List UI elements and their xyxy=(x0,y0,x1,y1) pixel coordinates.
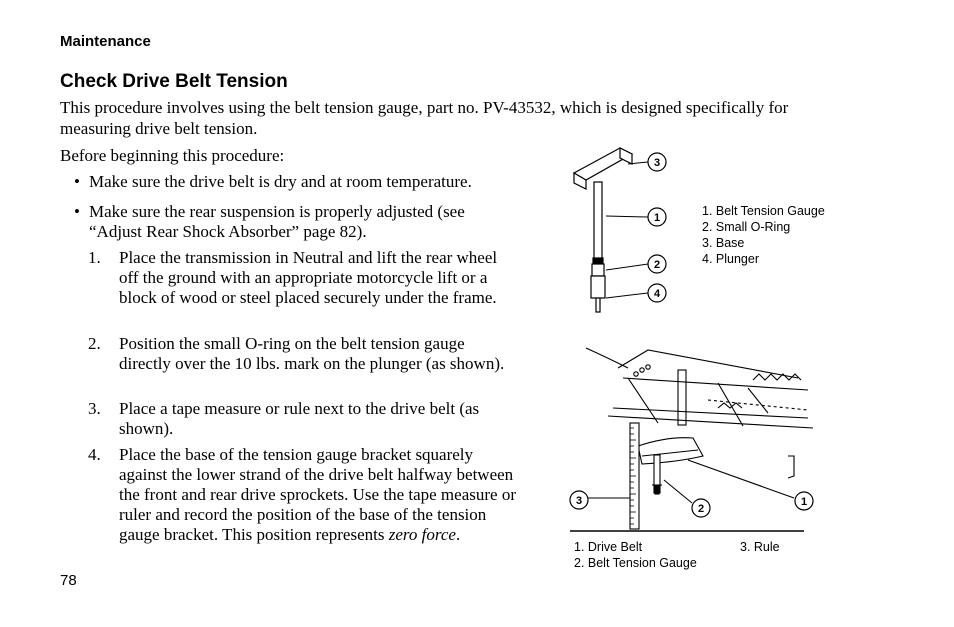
step-text: Position the small O-ring on the belt te… xyxy=(119,334,505,373)
legend-item: 3. Rule xyxy=(740,540,780,554)
intro-paragraph: This procedure involves using the belt t… xyxy=(60,98,789,138)
step-text: Place the base of the tension gauge brac… xyxy=(119,445,518,545)
bullet-item: • Make sure the drive belt is dry and at… xyxy=(74,172,514,192)
step-text-main: Place the base of the tension gauge brac… xyxy=(119,445,516,544)
step-item: 1. Place the transmission in Neutral and… xyxy=(88,248,518,308)
legend-item: 4. Plunger xyxy=(702,252,759,266)
callout-label: 2 xyxy=(654,259,660,271)
step-item: 3. Place a tape measure or rule next to … xyxy=(88,399,518,439)
step-text: Place the transmission in Neutral and li… xyxy=(119,248,498,307)
zero-force-term: zero force xyxy=(388,525,456,544)
legend-item: 2. Small O-Ring xyxy=(702,220,791,234)
legend-item: 3. Base xyxy=(702,236,745,250)
belt-tension-gauge-illustration: 3 1 2 4 xyxy=(572,147,667,313)
legend-item: 2. Belt Tension Gauge xyxy=(574,556,697,570)
bullet-text: Make sure the rear suspension is properl… xyxy=(89,202,465,241)
step-item: 2. Position the small O-ring on the belt… xyxy=(88,334,518,374)
step-text: Place a tape measure or rule next to the… xyxy=(119,399,480,438)
page-number: 78 xyxy=(60,572,77,589)
figure1-legend: 1. Belt Tension Gauge 2. Small O-Ring 3.… xyxy=(702,203,825,267)
legend-item: 1. Belt Tension Gauge xyxy=(702,204,825,218)
step-text-end: . xyxy=(455,525,461,544)
bullet-dot: • xyxy=(74,172,80,191)
page-title: Check Drive Belt Tension xyxy=(60,71,288,92)
callout-label: 2 xyxy=(698,503,704,515)
callout-label: 1 xyxy=(801,496,807,508)
step-number: 2. xyxy=(88,334,101,353)
step-item: 4. Place the base of the tension gauge b… xyxy=(88,445,518,545)
step-number: 1. xyxy=(88,248,101,267)
step-number: 3. xyxy=(88,399,101,418)
bullet-item: • Make sure the rear suspension is prope… xyxy=(74,202,514,242)
legend-item: 1. Drive Belt xyxy=(574,540,643,554)
step-number: 4. xyxy=(88,445,101,464)
section-label: Maintenance xyxy=(60,33,151,50)
before-text: Before beginning this procedure: xyxy=(60,146,285,165)
callout-label: 4 xyxy=(654,288,661,300)
figure2-legend-right: 3. Rule xyxy=(740,539,780,555)
callout-label: 3 xyxy=(576,495,582,507)
figure2-legend-left: 1. Drive Belt 2. Belt Tension Gauge xyxy=(574,539,697,571)
callout-label: 3 xyxy=(654,157,660,169)
callout-label: 1 xyxy=(654,212,660,224)
bullet-dot: • xyxy=(74,202,80,221)
drive-belt-measurement-illustration: 3 2 1 xyxy=(569,347,814,532)
bullet-text: Make sure the drive belt is dry and at r… xyxy=(89,172,472,191)
